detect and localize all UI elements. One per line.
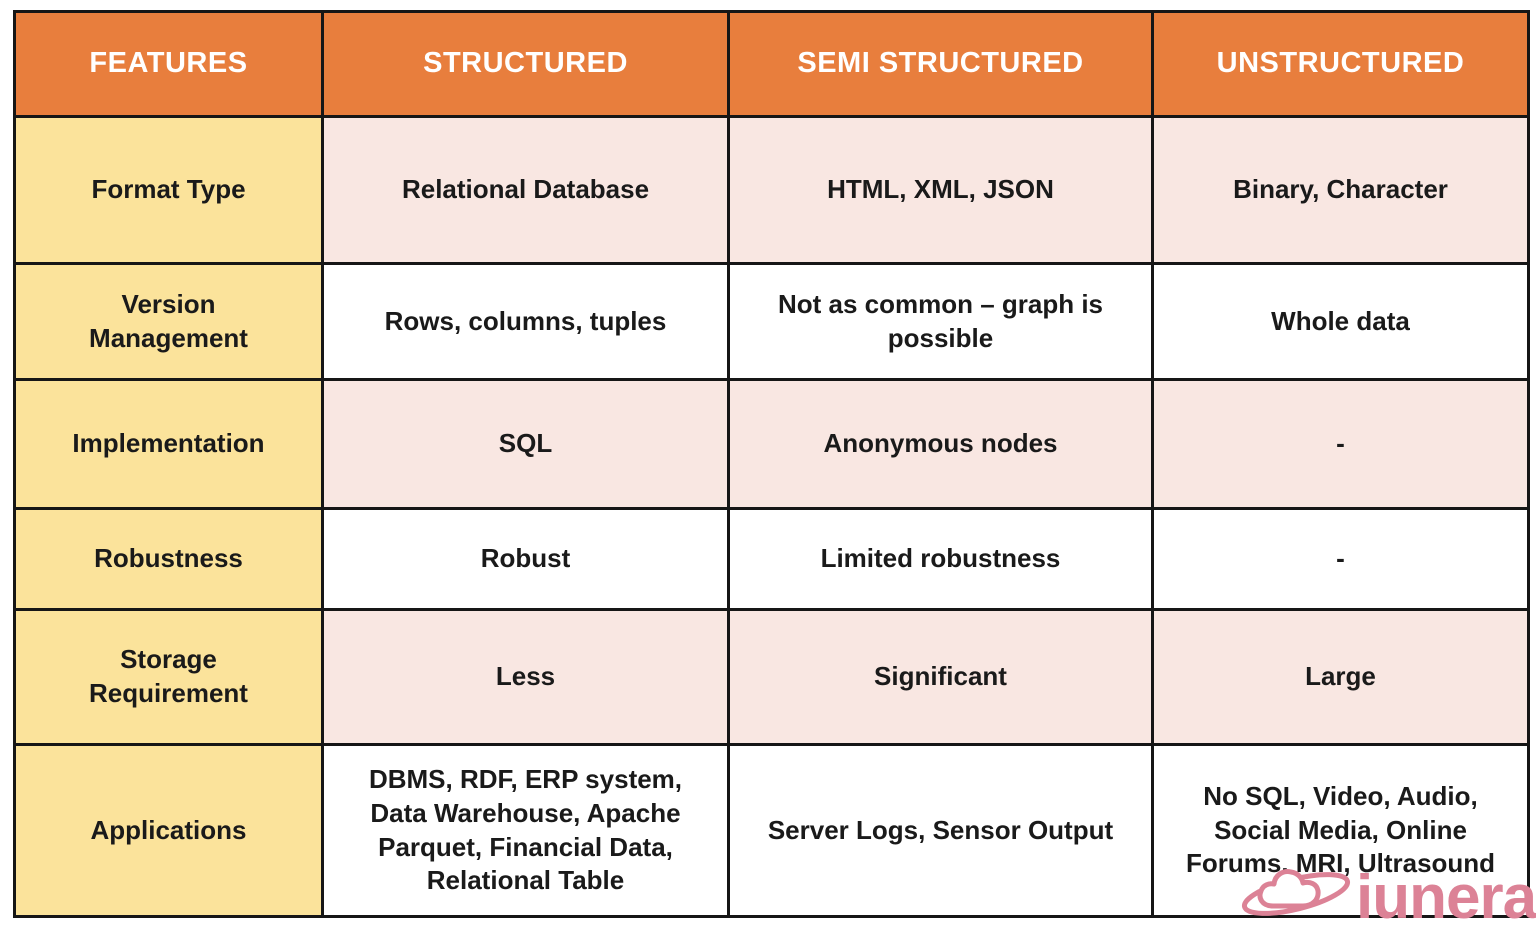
value-cell: Server Logs, Sensor Output	[727, 743, 1154, 918]
row-label: Robustness	[13, 507, 324, 611]
iunera-logo-text: iunera	[1356, 863, 1536, 932]
row-label: Version Management	[13, 262, 324, 381]
table-row-storage-requirement: Storage Requirement Less Significant Lar…	[13, 608, 1530, 746]
header-cell-semi-structured: SEMI STRUCTURED	[727, 10, 1154, 118]
value-cell: Less	[321, 608, 730, 746]
value-cell: -	[1151, 378, 1530, 510]
value-cell: HTML, XML, JSON	[727, 115, 1154, 265]
value-cell: Significant	[727, 608, 1154, 746]
header-cell-features: FEATURES	[13, 10, 324, 118]
value-cell: Whole data	[1151, 262, 1530, 381]
table-row-version-management: Version Management Rows, columns, tuples…	[13, 262, 1530, 381]
row-label: Format Type	[13, 115, 324, 265]
table-row-robustness: Robustness Robust Limited robustness -	[13, 507, 1530, 611]
data-types-comparison-table: FEATURES STRUCTURED SEMI STRUCTURED UNST…	[13, 10, 1530, 918]
value-cell: Robust	[321, 507, 730, 611]
value-cell: Large	[1151, 608, 1530, 746]
cloud-swoosh-icon	[1241, 869, 1351, 916]
table-row-format-type: Format Type Relational Database HTML, XM…	[13, 115, 1530, 265]
value-cell: DBMS, RDF, ERP system, Data Warehouse, A…	[321, 743, 730, 918]
table-row-implementation: Implementation SQL Anonymous nodes -	[13, 378, 1530, 510]
table-row-applications: Applications DBMS, RDF, ERP system, Data…	[13, 743, 1530, 918]
value-cell: Not as common – graph is possible	[727, 262, 1154, 381]
value-cell: Binary, Character	[1151, 115, 1530, 265]
value-cell: Limited robustness	[727, 507, 1154, 611]
value-cell: Rows, columns, tuples	[321, 262, 730, 381]
value-cell: Relational Database	[321, 115, 730, 265]
row-label: Implementation	[13, 378, 324, 510]
header-row: FEATURES STRUCTURED SEMI STRUCTURED UNST…	[13, 10, 1530, 118]
header-cell-unstructured: UNSTRUCTURED	[1151, 10, 1530, 118]
value-cell: Anonymous nodes	[727, 378, 1154, 510]
value-cell: -	[1151, 507, 1530, 611]
row-label: Applications	[13, 743, 324, 918]
value-cell: SQL	[321, 378, 730, 510]
iunera-logo: iunera	[1240, 855, 1536, 935]
header-cell-structured: STRUCTURED	[321, 10, 730, 118]
row-label: Storage Requirement	[13, 608, 324, 746]
